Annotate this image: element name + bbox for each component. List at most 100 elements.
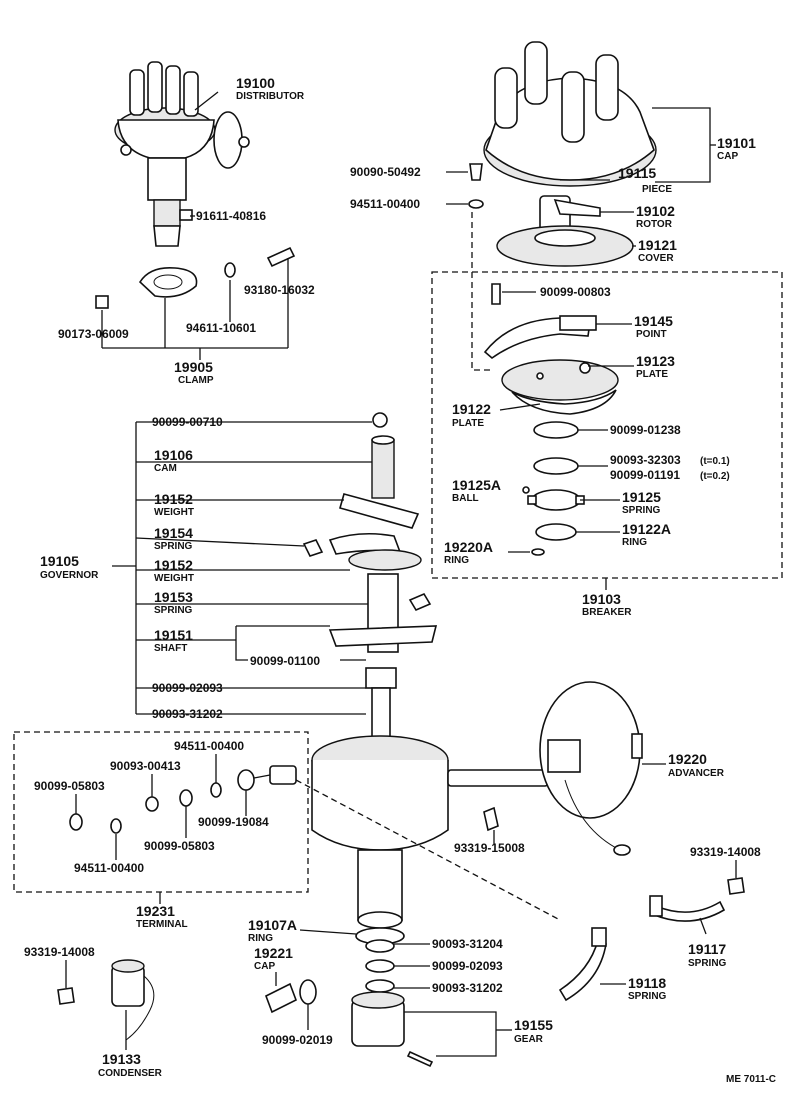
point-number: 19145 xyxy=(634,313,673,329)
point-name: POINT xyxy=(636,329,667,340)
cam-number: 19106 xyxy=(154,447,193,463)
spring-19154-name: SPRING xyxy=(154,541,193,552)
hw-90099-01191-note: (t=0.2) xyxy=(700,471,730,482)
cover-drawing xyxy=(496,225,634,267)
hw-90099-05803-a: 90099-05803 xyxy=(34,779,105,793)
distributor-assembly-drawing xyxy=(114,61,250,247)
breaker-number: 19103 xyxy=(582,591,621,607)
weight-lower-drawing xyxy=(328,532,422,571)
hw-90093-00413: 90093-00413 xyxy=(110,759,181,773)
ring-19220a-name: RING xyxy=(444,555,469,566)
ball-number: 19125A xyxy=(452,477,501,493)
spring-19117-name: SPRING xyxy=(688,958,727,969)
spring-19117-drawing xyxy=(649,895,726,922)
hw-90093-31204: 90093-31204 xyxy=(432,937,503,951)
distributor-name: DISTRIBUTOR xyxy=(236,91,305,102)
plate-19122-drawing xyxy=(511,389,617,415)
cap-19221-drawing xyxy=(264,979,317,1014)
hw-90099-01191: 90099-01191 xyxy=(610,468,680,482)
plate-19123-name: PLATE xyxy=(636,369,668,380)
breaker-name: BREAKER xyxy=(582,607,632,618)
hw-94511-00400-low: 94511-00400 xyxy=(74,861,144,875)
weight-upper-drawing xyxy=(339,493,420,529)
condenser-drawing xyxy=(111,959,155,1041)
cover-name: COVER xyxy=(638,253,674,264)
gear-number: 19155 xyxy=(514,1017,553,1033)
ring-19122a-number: 19122A xyxy=(622,521,671,537)
hw-93319-15008: 93319-15008 xyxy=(454,841,525,855)
advancer-drawing xyxy=(539,681,643,856)
terminal-name: TERMINAL xyxy=(136,919,188,930)
hw-90090-50492: 90090-50492 xyxy=(350,165,421,179)
hw-90099-00710: 90099-00710 xyxy=(152,415,223,429)
rotor-number: 19102 xyxy=(636,203,675,219)
spring-19118-number: 19118 xyxy=(628,975,666,991)
shaft-name: SHAFT xyxy=(154,643,187,654)
terminal-bolt-drawing xyxy=(237,765,297,791)
spring-19118-drawing xyxy=(558,927,607,1002)
hw-94611-10601: 94611-10601 xyxy=(186,321,256,335)
governor-number: 19105 xyxy=(40,553,79,569)
shaft-number: 19151 xyxy=(154,627,193,643)
ring-19107a-number: 19107A xyxy=(248,917,297,933)
cap-19221-number: 19221 xyxy=(254,945,293,961)
hw-90173-06009: 90173-06009 xyxy=(58,327,129,341)
cover-number: 19121 xyxy=(638,237,677,253)
spring-19125-drawing xyxy=(527,489,585,511)
hw-93319-14008-right: 93319-14008 xyxy=(690,845,761,859)
clamp-name: CLAMP xyxy=(178,375,214,386)
cap-name: CAP xyxy=(717,151,738,162)
hw-94511-00400-term: 94511-00400 xyxy=(174,739,244,753)
hw-93319-14008-left: 93319-14008 xyxy=(24,945,95,959)
piece-name: PIECE xyxy=(642,184,672,195)
cap-number: 19101 xyxy=(717,135,756,151)
ball-name: BALL xyxy=(452,493,479,504)
ring-19220a-number: 19220A xyxy=(444,539,493,555)
plate-19123-number: 19123 xyxy=(636,353,675,369)
cap-drawing xyxy=(483,41,657,187)
plate-19122-name: PLATE xyxy=(452,418,484,429)
hw-90099-01238: 90099-01238 xyxy=(610,423,681,437)
plate-19123-drawing xyxy=(501,359,619,401)
hw-90099-01100: 90099-01100 xyxy=(250,654,320,668)
hw-90093-32303-note: (t=0.1) xyxy=(700,456,730,467)
condenser-name: CONDENSER xyxy=(98,1068,163,1079)
weight-lower-number: 19152 xyxy=(154,557,193,573)
point-drawing xyxy=(483,315,597,360)
hw-90099-02093-lower: 90099-02093 xyxy=(432,959,503,973)
gear-name: GEAR xyxy=(514,1034,544,1045)
cap-19221-name: CAP xyxy=(254,961,275,972)
spring-19154-number: 19154 xyxy=(154,525,193,541)
hw-90099-02019: 90099-02019 xyxy=(262,1033,333,1047)
advancer-name: ADVANCER xyxy=(668,768,725,779)
spring-19118-name: SPRING xyxy=(628,991,667,1002)
hw-90099-05803-b: 90099-05803 xyxy=(144,839,215,853)
gear-drawing xyxy=(351,991,434,1068)
spring-19153-number: 19153 xyxy=(154,589,193,605)
weight-lower-name: WEIGHT xyxy=(154,573,194,584)
ring-19122a-name: RING xyxy=(622,537,647,548)
piece-number: 19115 xyxy=(618,165,656,181)
spring-19117-number: 19117 xyxy=(688,941,726,957)
clamp-number: 19905 xyxy=(174,359,213,375)
advancer-number: 19220 xyxy=(668,751,707,767)
distributor-number: 19100 xyxy=(236,75,275,91)
housing-drawing xyxy=(311,735,549,929)
hw-90099-19084: 90099-19084 xyxy=(198,815,269,829)
ring-19107a-name: RING xyxy=(248,933,273,944)
hw-90093-32303: 90093-32303 xyxy=(610,453,681,467)
plate-19122-number: 19122 xyxy=(452,401,491,417)
hw-90093-31202-upper: 90093-31202 xyxy=(152,707,223,721)
hw-90099-02093-upper: 90099-02093 xyxy=(152,681,223,695)
spring-19125-number: 19125 xyxy=(622,489,661,505)
hw-91611-40816: 91611-40816 xyxy=(196,209,266,223)
rotor-name: ROTOR xyxy=(636,219,673,230)
weight-upper-number: 19152 xyxy=(154,491,193,507)
spring-19153-name: SPRING xyxy=(154,605,193,616)
hw-90099-00803: 90099-00803 xyxy=(540,285,611,299)
condenser-number: 19133 xyxy=(102,1051,141,1067)
weight-upper-name: WEIGHT xyxy=(154,507,194,518)
governor-name: GOVERNOR xyxy=(40,570,99,581)
hw-93180-16032: 93180-16032 xyxy=(244,283,315,297)
terminal-number: 19231 xyxy=(136,903,175,919)
